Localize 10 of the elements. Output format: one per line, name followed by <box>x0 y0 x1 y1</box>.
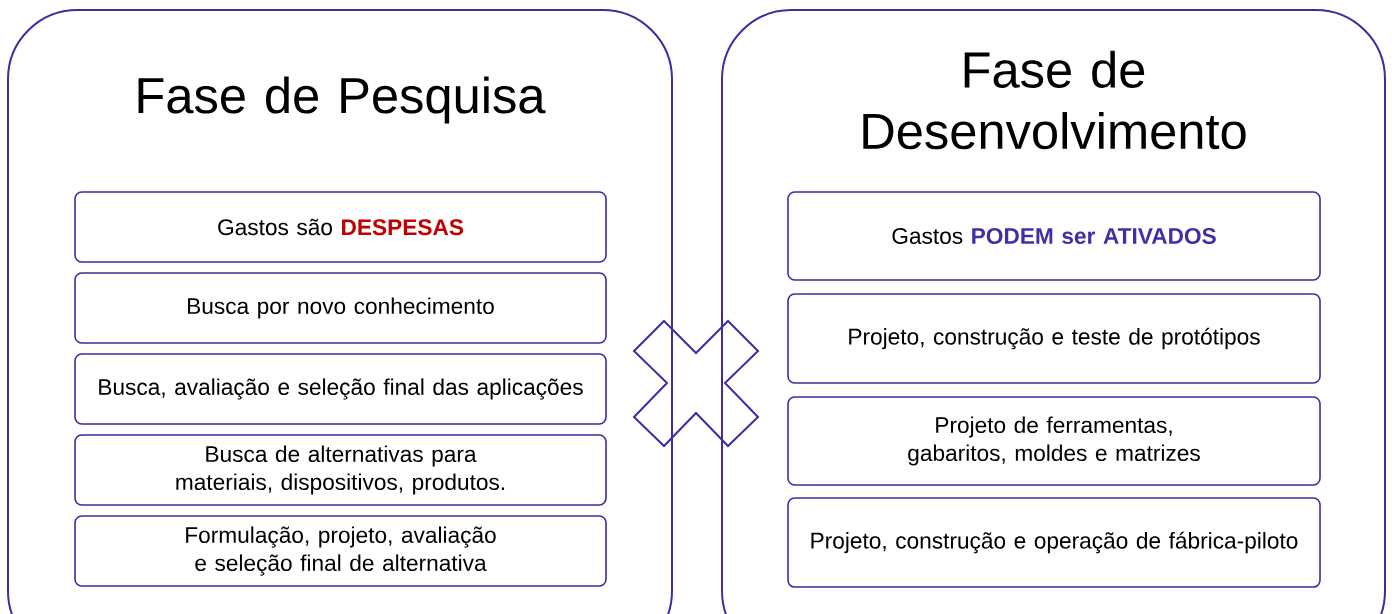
text-box: Projeto, construção e operação de fábrica-piloto <box>787 497 1321 588</box>
text-box: Busca por novo conhecimento <box>74 272 607 344</box>
text-box: Formulação, projeto, avaliação e seleção final de alternativa <box>74 515 607 587</box>
text-box: Gastos PODEM ser ATIVADOS <box>787 191 1321 281</box>
text-box: Gastos são DESPESAS <box>74 191 607 263</box>
x-symbol <box>632 319 760 448</box>
text-box: Projeto de ferramentas, gabaritos, moldes e matrizes <box>787 396 1321 486</box>
text-box: Projeto, construção e teste de protótipos <box>787 293 1321 384</box>
text-box: Busca de alternativas para materiais, dispositivos, produtos. <box>74 434 607 506</box>
text-box: Busca, avaliação e seleção final das aplicações <box>74 353 607 425</box>
